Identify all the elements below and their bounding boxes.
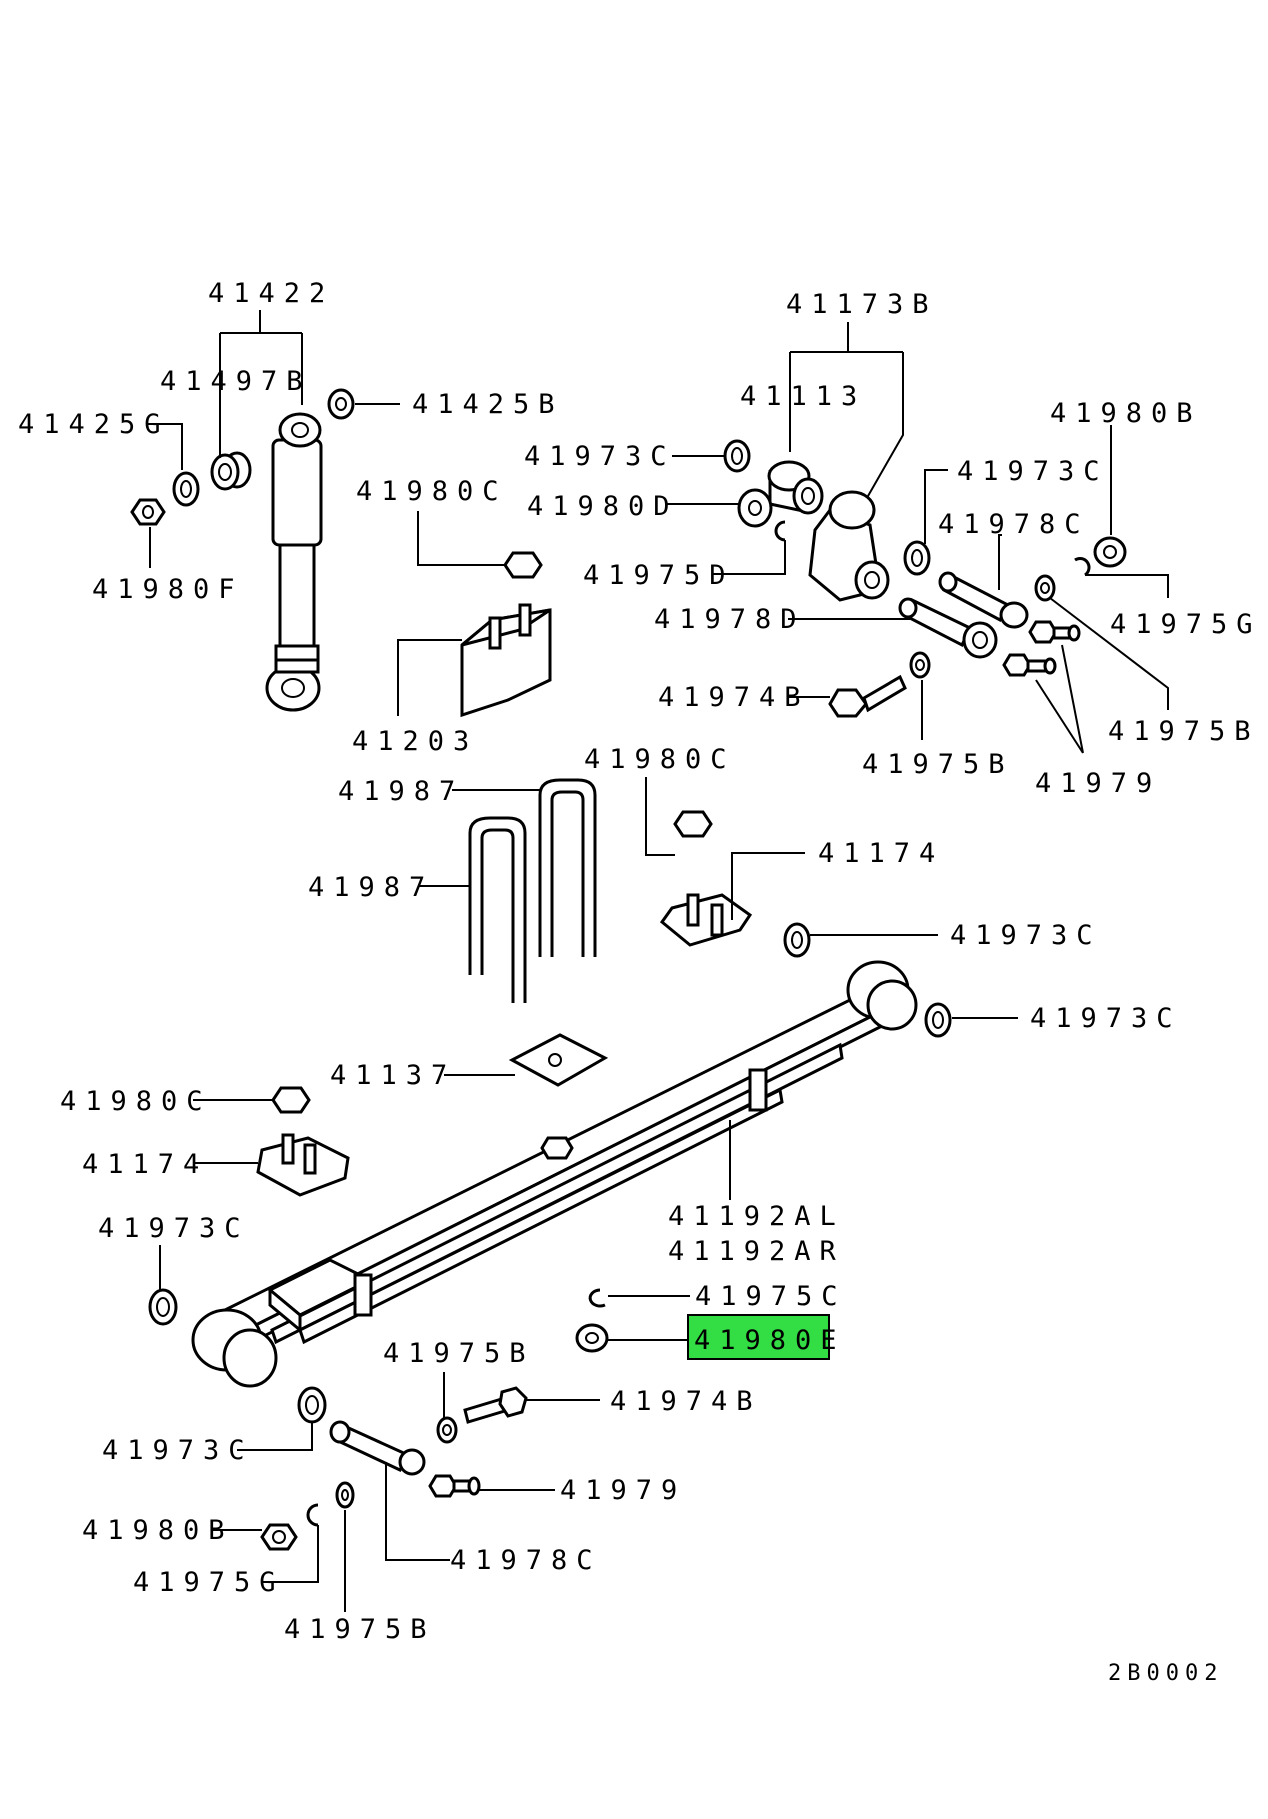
label-41980F[interactable]: 41980F [92, 574, 244, 605]
washer-41975B-top-part[interactable] [909, 651, 931, 679]
label-41973C-bottom[interactable]: 41973C [102, 1435, 254, 1466]
label-41978D[interactable]: 41978D [654, 604, 806, 635]
grease-nipple-41979-top-a-part[interactable] [1028, 620, 1081, 644]
part-number-labels: 41422 41497B 41425B 41425G 41980F 41980C… [18, 278, 1262, 1686]
label-41980B-top[interactable]: 41980B [1050, 398, 1202, 429]
nut-41980E-part[interactable] [575, 1323, 609, 1353]
label-41497B[interactable]: 41497B [160, 366, 312, 397]
shackle-group [665, 322, 1169, 754]
label-41980C-left[interactable]: 41980C [60, 1086, 212, 1117]
washer-41975B-right-part[interactable] [1034, 574, 1056, 602]
label-41980D[interactable]: 41980D [527, 491, 679, 522]
label-41203[interactable]: 41203 [352, 726, 478, 757]
label-41974B-bottom[interactable]: 41974B [610, 1386, 762, 1417]
shock-absorber-group [130, 310, 400, 712]
shock-absorber-part[interactable] [265, 412, 323, 712]
shackle-41173B-part[interactable] [808, 490, 890, 602]
label-41975G-bottom[interactable]: 41975G [133, 1567, 285, 1598]
washer-41975B-bottom-part[interactable] [335, 1481, 355, 1509]
u-bolt-41987-a-part[interactable] [538, 778, 597, 957]
washer-41973C-c-part[interactable] [783, 922, 811, 958]
label-41987-b[interactable]: 41987 [308, 872, 434, 903]
label-41422[interactable]: 41422 [208, 278, 334, 309]
label-41973C-c[interactable]: 41973C [950, 920, 1102, 951]
label-41980C-mid[interactable]: 41980C [584, 744, 736, 775]
label-41979-bottom[interactable]: 41979 [560, 1475, 686, 1506]
pad-41174-top-part[interactable] [659, 893, 753, 947]
clip-41975D-part[interactable] [774, 520, 786, 542]
label-41975C[interactable]: 41975C [695, 1281, 847, 1312]
label-41975B-right[interactable]: 41975B [1108, 716, 1260, 747]
clip-41975C-part[interactable] [588, 1288, 606, 1308]
washer-41973C-a-part[interactable] [723, 439, 751, 473]
label-41192AR[interactable]: 41192AR [668, 1236, 845, 1267]
label-41973C-a[interactable]: 41973C [524, 441, 676, 472]
clip-41975G-bottom-part[interactable] [306, 1503, 319, 1527]
label-41975D[interactable]: 41975D [583, 560, 735, 591]
bolt-41974B-top-part[interactable] [828, 674, 907, 718]
washer-41973C-b-part[interactable] [903, 540, 931, 576]
label-41975B-bottom[interactable]: 41975B [284, 1614, 436, 1645]
grease-nipple-41979-bottom-part[interactable] [428, 1474, 481, 1498]
label-41973C-left[interactable]: 41973C [98, 1213, 250, 1244]
bumper-41203-part[interactable] [460, 603, 552, 718]
washer-41973C-left-part[interactable] [148, 1288, 178, 1326]
label-41975G-top[interactable]: 41975G [1110, 609, 1262, 640]
label-41987-a[interactable]: 41987 [338, 776, 464, 807]
diagram-code: 2B0002 [1108, 1661, 1223, 1686]
pin-41978C-bottom-part[interactable] [329, 1420, 426, 1476]
pin-41978D-part[interactable] [898, 597, 998, 659]
bottom-hardware-group [213, 1288, 830, 1612]
label-41978C-bottom[interactable]: 41978C [450, 1545, 602, 1576]
washer-41973C-bottom-part[interactable] [297, 1386, 327, 1424]
label-41174-top[interactable]: 41174 [818, 838, 944, 869]
nut-41980F-part[interactable] [130, 498, 166, 526]
leaf-spring-41192-part[interactable] [191, 960, 918, 1388]
washer-41975B-mid-part[interactable] [436, 1416, 458, 1444]
nut-41425B-part[interactable] [327, 388, 355, 420]
nut-41980B-top-part[interactable] [1093, 536, 1127, 568]
plate-41137-part[interactable] [508, 1033, 609, 1087]
nut-41980B-bottom-part[interactable] [260, 1523, 298, 1551]
pin-41978C-top-part[interactable] [938, 571, 1029, 629]
label-41425G[interactable]: 41425G [18, 409, 170, 440]
label-41978C-top[interactable]: 41978C [938, 509, 1090, 540]
bolt-41974B-bottom-part[interactable] [463, 1386, 528, 1424]
label-41174-left[interactable]: 41174 [82, 1149, 208, 1180]
label-41137[interactable]: 41137 [330, 1060, 456, 1091]
label-41113[interactable]: 41113 [740, 381, 866, 412]
label-41192AL[interactable]: 41192AL [668, 1201, 845, 1232]
nut-41980D-part[interactable] [737, 488, 773, 528]
bumper-group [397, 511, 552, 718]
grease-nipple-41979-top-b-part[interactable] [1002, 653, 1057, 677]
label-41173B[interactable]: 41173B [786, 289, 938, 320]
label-41973C-d[interactable]: 41973C [1030, 1003, 1182, 1034]
bushing-41497B-part[interactable] [210, 451, 252, 491]
label-41980E[interactable]: 41980E [694, 1325, 846, 1356]
label-41425B[interactable]: 41425B [412, 389, 564, 420]
shackle-bushing-41113-part[interactable] [767, 460, 824, 515]
selected-part-highlight[interactable] [687, 1314, 830, 1360]
label-41975B-mid[interactable]: 41975B [383, 1338, 535, 1369]
label-41980C-top[interactable]: 41980C [356, 476, 508, 507]
nut-41980C-mid-part[interactable] [673, 810, 713, 838]
washer-41425G-part[interactable] [172, 471, 200, 507]
label-41973C-b[interactable]: 41973C [957, 456, 1109, 487]
washer-41973C-d-part[interactable] [924, 1002, 952, 1038]
pad-41174-left-part[interactable] [256, 1133, 350, 1197]
label-41975B-top[interactable]: 41975B [862, 749, 1014, 780]
nut-41980C-top-part[interactable] [503, 551, 543, 579]
label-41980B-bottom[interactable]: 41980B [82, 1515, 234, 1546]
u-bolt-group [193, 777, 1018, 1197]
clip-41975G-top-part[interactable] [1074, 557, 1091, 577]
u-bolt-41987-b-part[interactable] [468, 816, 527, 1003]
nut-41980C-left-part[interactable] [271, 1086, 311, 1114]
label-41974B-top[interactable]: 41974B [658, 682, 810, 713]
label-41979-top[interactable]: 41979 [1035, 768, 1161, 799]
